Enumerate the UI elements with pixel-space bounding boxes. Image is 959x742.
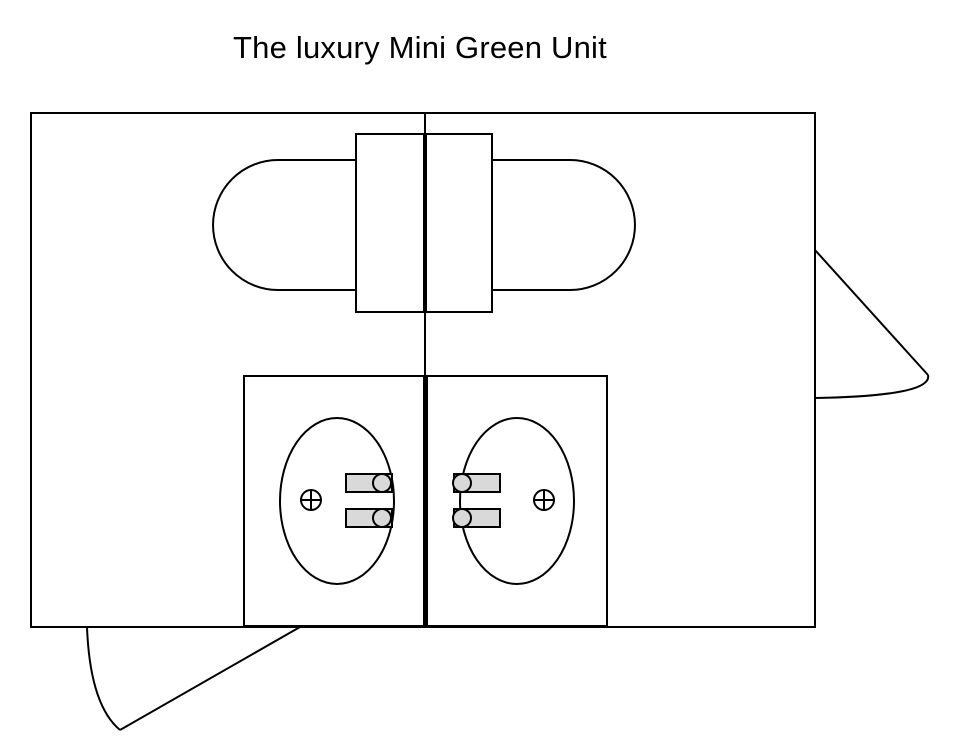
diagram-title: The luxury Mini Green Unit: [233, 30, 607, 65]
right-tap-upper: [452, 473, 501, 493]
right-drain-icon: [533, 489, 555, 511]
right-basin-bowl: [459, 417, 575, 585]
right-headboard: [425, 133, 493, 313]
left-basin: [279, 417, 395, 585]
right-basin: [452, 417, 575, 585]
left-cubicle: [243, 375, 425, 627]
bottom-door: [86, 626, 301, 731]
left-tap-lower: [345, 508, 393, 528]
left-headboard: [355, 133, 425, 313]
bottom-door-leaf: [119, 626, 301, 731]
left-drain-icon: [300, 489, 322, 511]
right-door-swing-arc: [814, 374, 930, 399]
right-rounded-cushion: [492, 159, 636, 291]
left-rounded-cushion: [212, 159, 356, 291]
right-tap-lower: [452, 508, 501, 528]
right-cubicle: [426, 375, 608, 627]
bathroom-block: [243, 375, 608, 627]
left-basin-bowl: [279, 417, 395, 585]
bottom-door-swing-arc: [86, 626, 121, 731]
bed-unit: [212, 133, 636, 313]
right-door: [814, 249, 930, 399]
right-door-leaf: [814, 249, 929, 376]
left-tap-upper: [345, 473, 393, 493]
